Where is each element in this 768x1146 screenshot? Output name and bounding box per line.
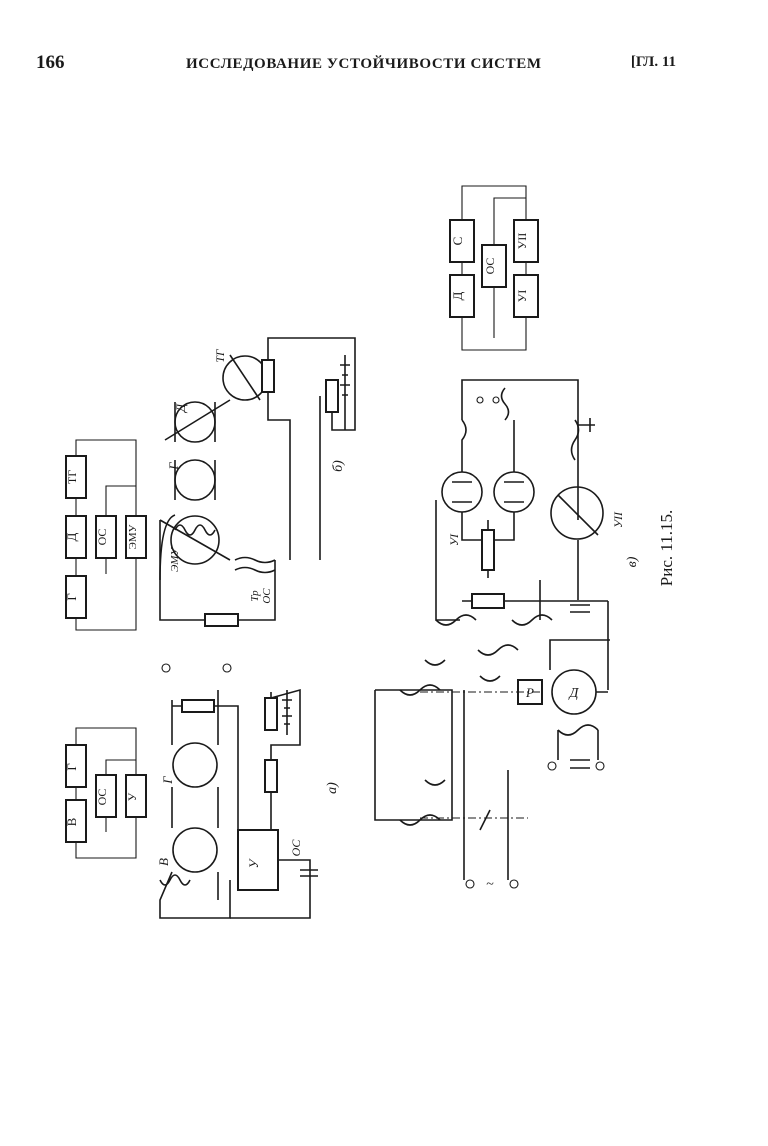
block-b-g-label: Г: [64, 593, 79, 601]
panel-a-block-diagram: Г В ОС У: [64, 728, 146, 858]
figure-caption: Рис. 11.15.: [657, 510, 676, 586]
panel-c-label: в): [625, 556, 640, 567]
block-c-u2-label: УII: [515, 233, 529, 250]
panel-b-label: б): [331, 460, 346, 472]
label-b-tg: ТГ: [213, 348, 227, 363]
panel-a-circuit: В Г У ОС а): [156, 664, 340, 918]
panel-c-block-diagram: Д С ОС УI УII: [450, 186, 538, 350]
potentiometer-b: [326, 380, 338, 412]
block-c-d-label: Д: [450, 291, 465, 300]
block-b-emu-label: ЭМУ: [127, 524, 139, 549]
panel-c-circuit: УI УII Р Д ~ в): [375, 380, 640, 892]
label-c-d: Д: [568, 686, 580, 701]
cathode-resistor: [482, 530, 494, 570]
label-a-os: ОС: [289, 839, 303, 857]
panel-a-label: а): [325, 782, 340, 794]
label-c-r: Р: [525, 685, 534, 700]
potentiometer-1: [265, 698, 277, 730]
tg-resistor: [262, 360, 274, 392]
block-b-tg-label: ТГ: [65, 470, 79, 484]
block-c-s-label: С: [450, 237, 465, 246]
label-a-v: В: [156, 858, 171, 866]
label-b-os: ОС: [261, 588, 273, 604]
label-b-d: Д: [173, 403, 188, 414]
block-a-v-label: В: [64, 817, 79, 826]
block-b-os-label: ОС: [95, 529, 109, 546]
tube-2: [494, 472, 534, 512]
potentiometer-2: [265, 760, 277, 792]
label-c-u1: УI: [447, 533, 461, 546]
capacitor-os: [300, 870, 318, 876]
panel-b-circuit: Д Г ТГ ЭМУ Тр ОС б): [160, 338, 355, 626]
generator-g: [173, 743, 217, 787]
tube-1: [442, 472, 482, 512]
block-a-os-label: ОС: [95, 789, 109, 806]
label-c-ac: ~: [486, 877, 494, 892]
potentiometer-c: [472, 594, 504, 608]
resistor-b: [205, 614, 238, 626]
block-c-u1-label: УI: [515, 290, 529, 303]
label-a-g: Г: [160, 776, 175, 785]
label-b-g: Г: [166, 462, 181, 471]
block-a-u-label: У: [125, 792, 139, 801]
generator-g-b: [175, 460, 215, 500]
label-b-tr: Тр: [249, 590, 261, 602]
block-c-os-label: ОС: [483, 258, 497, 275]
rheostat: [182, 700, 214, 712]
capacitor-c: [570, 605, 590, 612]
block-a-g-label: Г: [64, 763, 79, 771]
label-b-emu: ЭМУ: [169, 547, 181, 572]
panel-b-block-diagram: Г Д ТГ ОС ЭМУ: [64, 440, 146, 630]
label-c-u2: УII: [611, 511, 625, 528]
block-b-d-label: Д: [64, 532, 79, 541]
exciter-v: [173, 828, 217, 872]
